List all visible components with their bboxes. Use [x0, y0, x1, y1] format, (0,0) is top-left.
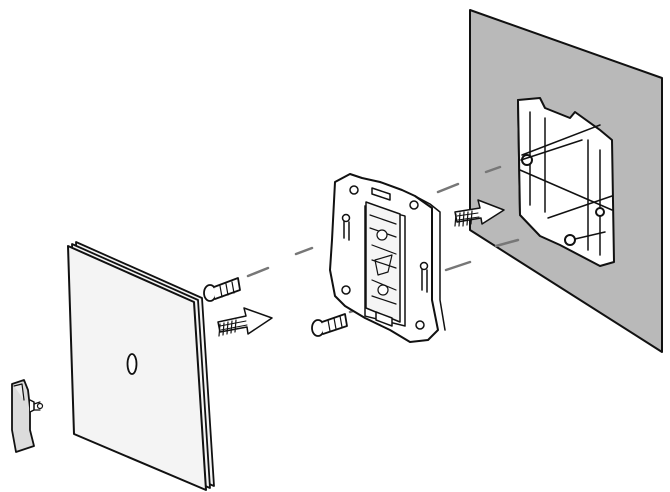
- mounting-slot: [419, 261, 429, 293]
- mounting-screw-lower: [311, 313, 348, 337]
- cover-plate-hole: [126, 353, 138, 375]
- flush-box: [517, 97, 615, 267]
- box-screw-boss: [520, 139, 583, 166]
- switch-insert: [329, 173, 446, 343]
- mounting-screw-upper: [203, 277, 241, 302]
- box-screw-boss: [564, 231, 606, 246]
- box-screw-boss: [595, 207, 605, 217]
- rocker-key: [11, 379, 44, 453]
- mounting-slot: [341, 213, 351, 241]
- assembly-arrow-left: [217, 307, 273, 337]
- assembly-arrow-right: [454, 199, 505, 227]
- cover-plate: [67, 241, 215, 491]
